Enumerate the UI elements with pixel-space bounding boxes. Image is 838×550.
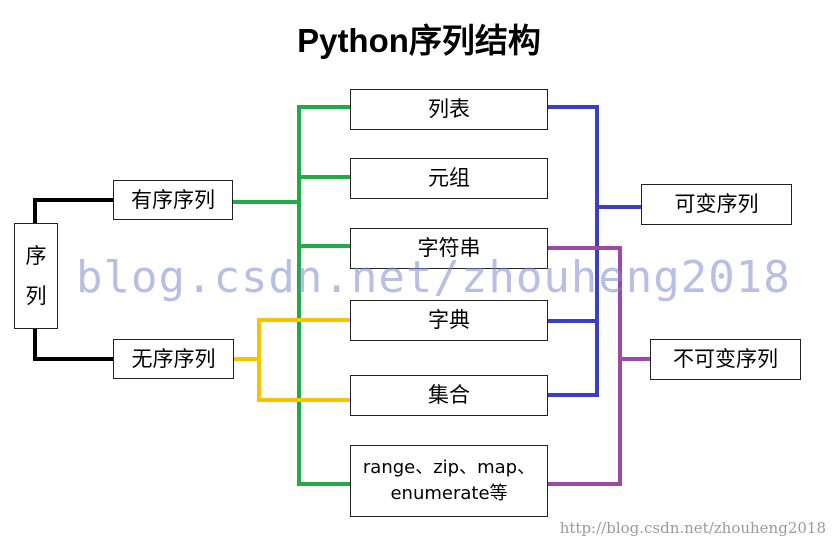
- root-label-char-1: 序: [25, 243, 47, 268]
- others-label-line-2: enumerate等: [390, 483, 508, 504]
- string-node: 字符串: [350, 228, 548, 269]
- set-node: 集合: [350, 375, 548, 416]
- mutable-connector: [545, 105, 643, 397]
- footer-url: http://blog.csdn.net/zhouheng2018: [559, 519, 826, 537]
- others-label-line-1: range、zip、map、: [362, 456, 536, 478]
- root-sequence-node: 序 列: [14, 223, 58, 329]
- unordered-connector: [231, 318, 352, 402]
- root-connector: [33, 198, 115, 361]
- root-label-char-2: 列: [25, 284, 47, 308]
- list-node: 列表: [350, 89, 548, 130]
- dict-node: 字典: [350, 300, 548, 341]
- mutable-sequence-node: 可变序列: [641, 184, 792, 225]
- others-node: range、zip、map、 enumerate等: [350, 445, 548, 517]
- unordered-sequence-node: 无序序列: [113, 339, 234, 379]
- ordered-connector: [230, 105, 352, 486]
- immutable-connector: [545, 246, 652, 486]
- page-title: Python序列结构: [297, 22, 541, 59]
- immutable-sequence-node: 不可变序列: [650, 339, 801, 380]
- ordered-sequence-node: 有序序列: [113, 180, 233, 220]
- tuple-node: 元组: [350, 158, 548, 199]
